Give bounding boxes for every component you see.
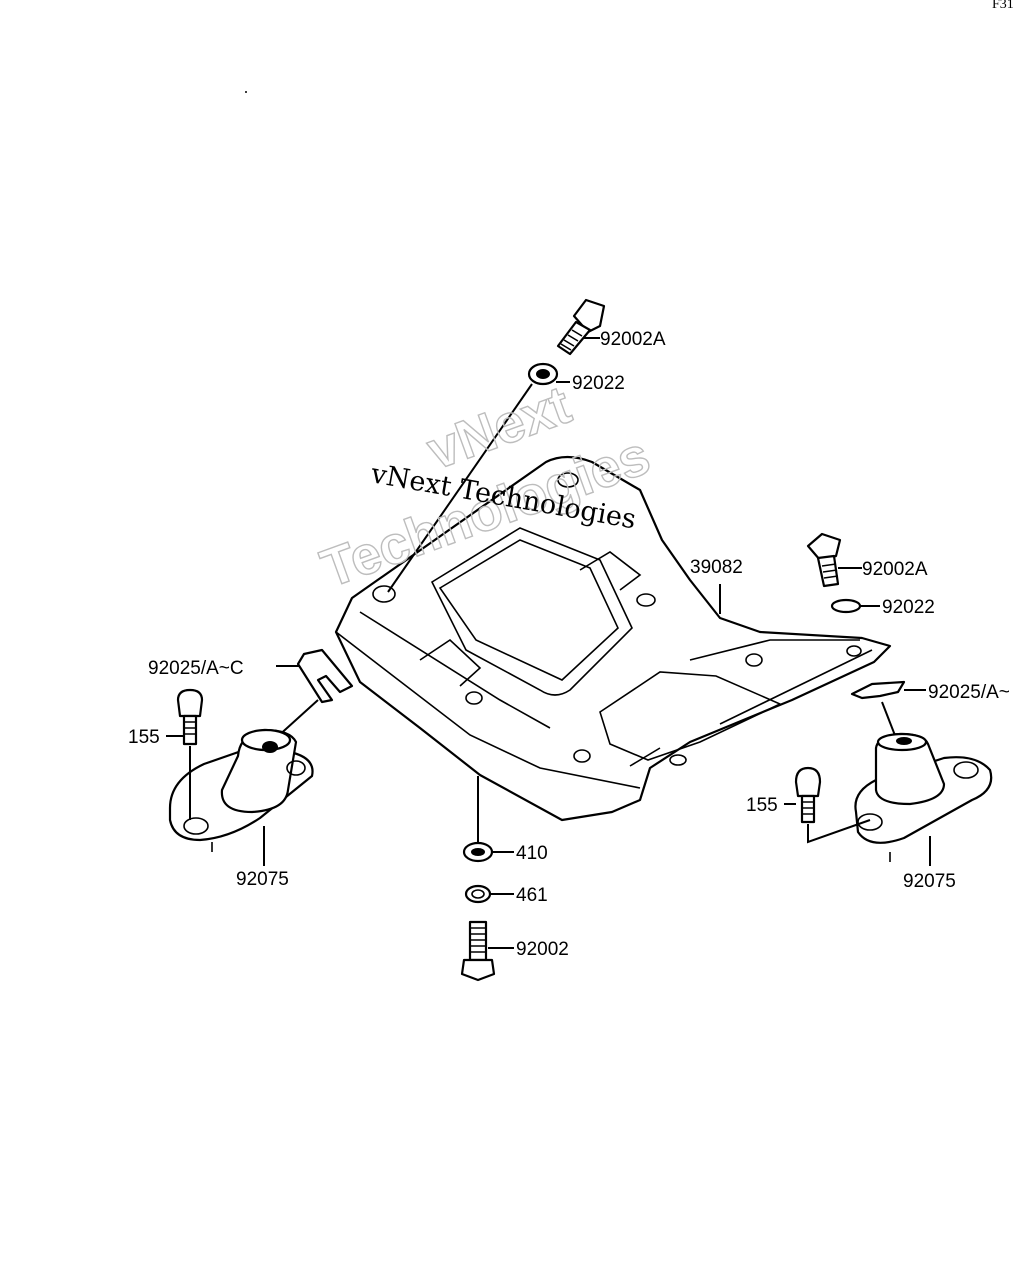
label-plate-39082: 39082 [690, 557, 743, 578]
bolt-155-right [794, 766, 822, 824]
bolt-92002a-right [806, 532, 842, 588]
mount-92075-left [168, 728, 314, 852]
mount-92075-right [854, 732, 993, 862]
speck-mark [245, 91, 247, 93]
washer-92022-top [527, 362, 559, 386]
leader-washer-to-hole [387, 383, 533, 593]
label-mount-92075-right: 92075 [903, 871, 956, 892]
label-clip-92025-left: 92025/A~C [148, 658, 244, 679]
leader-clip-right-to-mount [881, 701, 897, 739]
label-clip-92025-right: 92025/A~ [928, 682, 1010, 703]
page-code: F31 [992, 0, 1014, 12]
skid-plate-39082 [334, 455, 892, 822]
label-bolt-92002-bottom: 92002 [516, 939, 569, 960]
bolt-92002-bottom [460, 920, 496, 982]
label-washer-92022-top: 92022 [572, 373, 625, 394]
label-washer-410: 410 [516, 843, 548, 864]
washer-92022-right [830, 598, 862, 614]
label-bolt-155-left: 155 [128, 727, 160, 748]
label-bolt-92002a-right: 92002A [862, 559, 928, 580]
clip-92025-left [296, 648, 354, 704]
label-washer-92022-right: 92022 [882, 597, 935, 618]
label-washer-461: 461 [516, 885, 548, 906]
washer-461 [464, 884, 492, 904]
clip-92025-right [850, 680, 906, 700]
bolt-155-left [176, 688, 204, 746]
leader-bolt-to-mount-right [807, 819, 871, 844]
washer-410 [462, 841, 494, 863]
label-bolt-92002a-top: 92002A [600, 329, 666, 350]
label-bolt-155-right: 155 [746, 795, 778, 816]
label-mount-92075-left: 92075 [236, 869, 289, 890]
bolt-92002a-top [556, 298, 606, 356]
